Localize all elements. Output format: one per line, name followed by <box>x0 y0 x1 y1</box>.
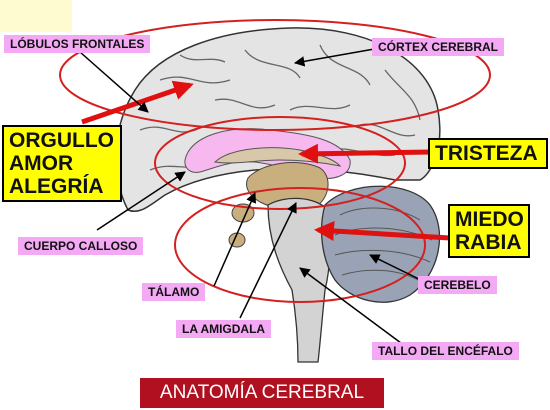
emotion-amor: AMOR <box>9 152 74 175</box>
emotion-rabia: RABIA <box>455 231 522 254</box>
corner-tint <box>0 0 72 32</box>
label-tallo-encefalo: TALLO DEL ENCÉFALO <box>372 342 519 360</box>
diagram-title: ANATOMÍA CEREBRAL <box>140 378 384 408</box>
limbic-ellipse <box>154 116 406 210</box>
emotion-miedo: MIEDO <box>455 208 524 231</box>
emotion-box-tristeza: TRISTEZA <box>428 138 548 169</box>
label-cortex-cerebral: CÓRTEX CEREBRAL <box>372 38 505 56</box>
emotion-box-fear-anger: MIEDO RABIA <box>448 204 530 258</box>
emotion-box-positive: ORGULLO AMOR ALEGRÍA <box>2 125 122 202</box>
label-la-amigdala: LA AMIGDALA <box>176 320 272 338</box>
orgullo-arrow <box>81 80 194 125</box>
label-leaders <box>79 47 426 347</box>
tristeza-arrow <box>298 143 433 164</box>
emotion-tristeza: TRISTEZA <box>435 142 538 165</box>
emotion-orgullo: ORGULLO <box>9 129 114 152</box>
label-cuerpo-calloso: CUERPO CALLOSO <box>18 237 144 255</box>
lower-brain-ellipse <box>174 187 426 303</box>
miedo-arrow <box>314 220 451 241</box>
label-lobulos-frontales: LÓBULOS FRONTALES <box>4 35 151 53</box>
cortex-ellipse <box>59 19 491 131</box>
label-cerebelo: CEREBELO <box>418 276 497 294</box>
label-talamo: TÁLAMO <box>142 283 206 301</box>
emotion-alegria: ALEGRÍA <box>9 175 104 198</box>
brainstem <box>267 197 331 363</box>
